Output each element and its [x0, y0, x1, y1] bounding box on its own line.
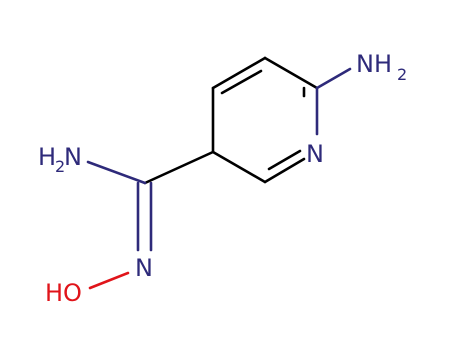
bond-amidine-nh2 — [86, 160, 147, 185]
bond-c2-n1 — [263, 157, 306, 184]
amino-group-bond — [315, 67, 352, 90]
bond-c5-c4 — [211, 56, 267, 90]
bond-c5-c4-inner — [220, 69, 263, 95]
amino-top-main: NH — [356, 50, 392, 78]
ring-nitrogen-label: N — [306, 140, 324, 168]
bond-c3-c2 — [211, 150, 267, 184]
bond-c2-n1-inner — [267, 149, 302, 171]
amidine-sub: 2 — [55, 157, 65, 176]
amidine-n: N — [64, 143, 82, 171]
amino-top-sub: 2 — [397, 65, 407, 84]
amino-top-label: NH 2 — [356, 50, 407, 84]
bond-c6-c5 — [263, 56, 319, 90]
oxime-nitrogen-label: N — [135, 254, 153, 282]
amidine-nh2-label: H 2 N — [38, 143, 82, 176]
amidoxime-bonds — [86, 150, 215, 290]
hydroxyl-label: HO — [45, 279, 82, 307]
bond-ring-amidine — [143, 150, 215, 185]
bond-n-o — [88, 271, 130, 290]
pyridine-ring — [211, 56, 319, 184]
amidine-h: H — [38, 143, 56, 171]
